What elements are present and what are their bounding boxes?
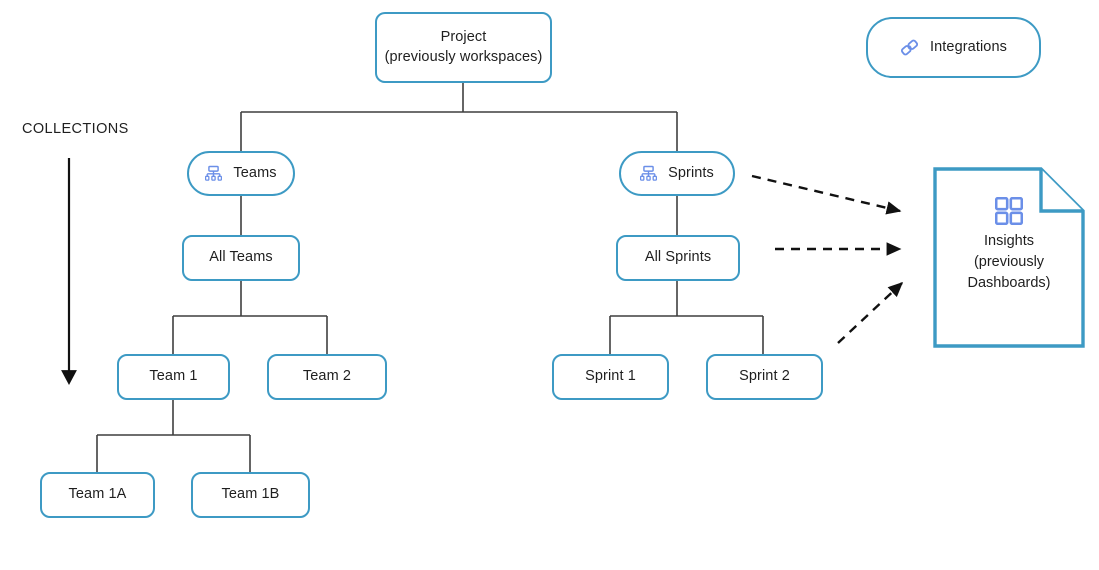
flow-sprint2-to-insights <box>837 282 904 344</box>
node-team-2[interactable]: Team 2 <box>267 354 387 400</box>
hierarchy-icon <box>640 165 658 182</box>
node-sprint-2-label: Sprint 2 <box>739 368 790 385</box>
node-insights[interactable] <box>933 167 1085 348</box>
document-shape-icon <box>933 167 1085 348</box>
link-chain-icon <box>900 38 919 57</box>
tree-connectors <box>96 83 764 472</box>
node-project-label: Project (previously workspaces) <box>384 29 543 65</box>
node-team-1b[interactable]: Team 1B <box>191 472 310 518</box>
collections-label: COLLECTIONS <box>22 121 129 137</box>
node-integrations-label: Integrations <box>930 38 1007 55</box>
node-insights-label: Insights (previously Dashboards) <box>967 233 1051 292</box>
node-teams[interactable]: Teams <box>187 151 295 196</box>
node-team-2-label: Team 2 <box>302 368 352 385</box>
node-sprint-1-label: Sprint 1 <box>585 368 636 385</box>
hierarchy-icon <box>205 165 223 182</box>
node-team-1[interactable]: Team 1 <box>117 354 230 400</box>
node-sprint-2[interactable]: Sprint 2 <box>706 354 823 400</box>
flow-arrows <box>751 174 904 344</box>
node-sprints-label: Sprints <box>668 164 714 181</box>
node-team-1-label: Team 1 <box>149 368 198 385</box>
flow-sprints-to-insights <box>751 174 902 215</box>
node-all-sprints[interactable]: All Sprints <box>616 235 740 281</box>
node-sprints[interactable]: Sprints <box>619 151 735 196</box>
node-all-teams-label: All Teams <box>209 249 273 266</box>
node-teams-label: Teams <box>233 164 277 181</box>
node-team-1a-label: Team 1A <box>68 486 127 503</box>
node-project[interactable]: Project (previously workspaces) <box>375 12 552 83</box>
node-integrations[interactable]: Integrations <box>866 17 1041 78</box>
grid-dashboard-icon <box>994 196 1024 230</box>
node-all-sprints-label: All Sprints <box>644 249 712 266</box>
node-sprint-1[interactable]: Sprint 1 <box>552 354 669 400</box>
node-all-teams[interactable]: All Teams <box>182 235 300 281</box>
node-team-1b-label: Team 1B <box>221 486 280 503</box>
node-team-1a[interactable]: Team 1A <box>40 472 155 518</box>
